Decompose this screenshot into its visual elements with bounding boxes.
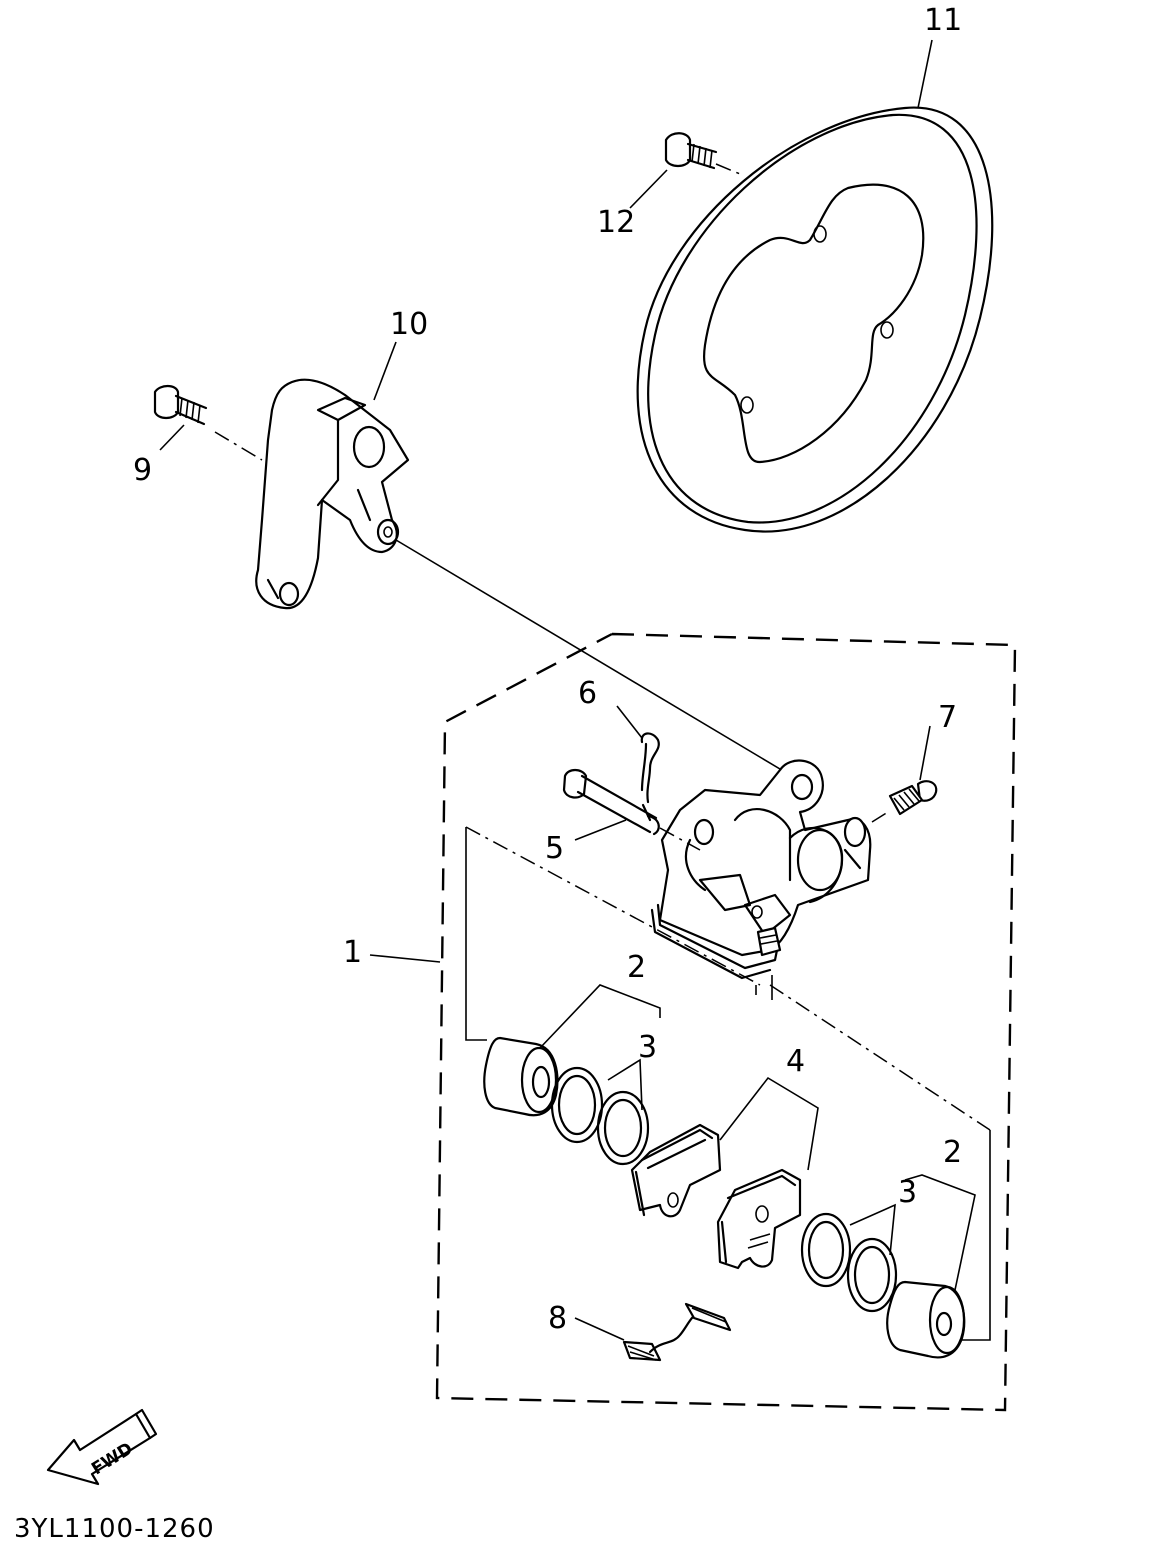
kit-bracket (465, 827, 487, 1041)
callout-12: 12 (597, 205, 635, 240)
seal-left-1 (550, 1066, 604, 1144)
callout-8: 8 (548, 1301, 567, 1336)
kit-bracket (962, 1130, 991, 1341)
callout-6: 6 (578, 676, 597, 711)
pad-pin (562, 768, 701, 851)
callout-labels: 11 12 10 9 6 7 5 1 2 3 4 2 3 8 (133, 3, 962, 1336)
callout-3-left: 3 (638, 1030, 657, 1065)
callout-4: 4 (786, 1044, 805, 1079)
seal-right-2 (846, 1237, 898, 1313)
bracket-bolt (153, 384, 263, 461)
callout-2-right: 2 (943, 1135, 962, 1170)
leader-lines (159, 39, 976, 1341)
brake-pad-left (630, 1123, 722, 1218)
brake-disc (636, 106, 994, 533)
drawing-code: 3YL1100-1260 (14, 1514, 215, 1544)
pad-spring (622, 1302, 732, 1362)
caliper-body (650, 759, 872, 980)
callout-10: 10 (390, 307, 428, 342)
caliper-bracket (255, 378, 410, 610)
callout-11: 11 (924, 3, 962, 38)
kit-bracket (465, 826, 761, 986)
seal-right-1 (800, 1212, 852, 1288)
assembly-line (395, 539, 786, 773)
piston-left (483, 1036, 559, 1117)
brake-pad-right (716, 1168, 802, 1270)
callout-7: 7 (938, 700, 957, 735)
callout-2-left: 2 (627, 950, 646, 985)
forward-arrow-icon: FWD (46, 1408, 158, 1486)
piston-right (886, 1280, 966, 1359)
callout-3-right: 3 (898, 1175, 917, 1210)
kit-bracket (769, 984, 991, 1131)
seal-left-2 (596, 1090, 650, 1166)
pin-clip (640, 732, 660, 822)
callout-9: 9 (133, 453, 152, 488)
callout-1: 1 (343, 935, 362, 970)
disc-bolt (664, 132, 741, 175)
callout-5: 5 (545, 831, 564, 866)
bleed-screw (871, 780, 938, 823)
